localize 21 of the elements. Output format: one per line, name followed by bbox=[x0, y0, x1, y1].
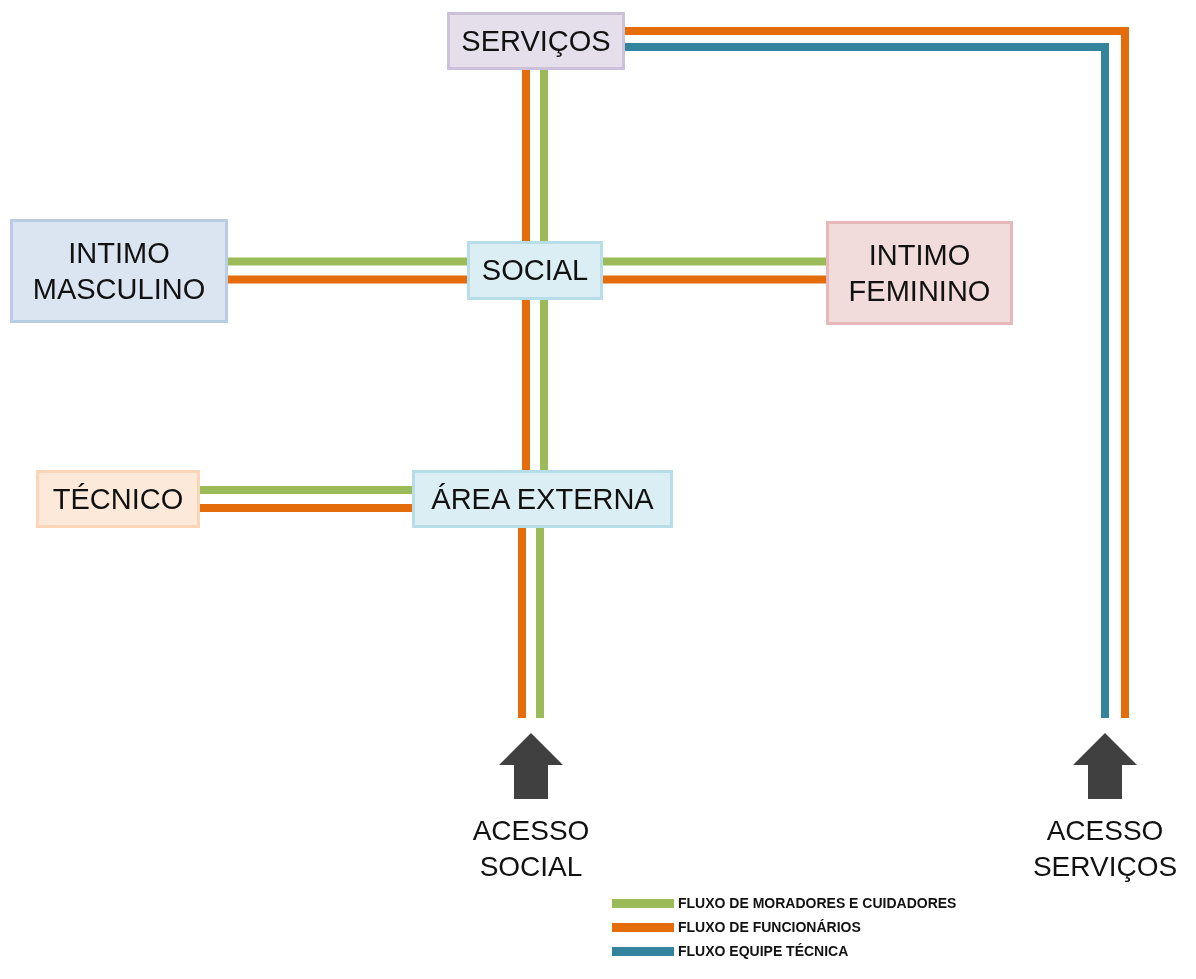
legend-label: FLUXO DE MORADORES E CUIDADORES bbox=[678, 895, 957, 911]
legend-label: FLUXO DE FUNCIONÁRIOS bbox=[678, 919, 861, 935]
access-label: ACESSO SOCIAL bbox=[471, 814, 591, 885]
flow-line bbox=[540, 70, 548, 241]
legend-label: FLUXO EQUIPE TÉCNICA bbox=[678, 943, 849, 959]
zone-box: SERVIÇOS bbox=[447, 12, 625, 70]
flow-line bbox=[200, 504, 412, 512]
flow-line bbox=[603, 257, 826, 266]
flow-line bbox=[522, 70, 530, 241]
access-label: ACESSO SERVIÇOS bbox=[1031, 814, 1179, 885]
flow-line bbox=[228, 275, 467, 284]
flow-line bbox=[603, 275, 826, 284]
zone-box: ÁREA EXTERNA bbox=[412, 470, 673, 528]
flow-line bbox=[200, 486, 412, 494]
zone-box: SOCIAL bbox=[467, 241, 603, 300]
zone-box: TÉCNICO bbox=[36, 470, 200, 528]
flow-line bbox=[522, 300, 530, 470]
flow-line bbox=[228, 257, 467, 266]
zone-box: INTIMO MASCULINO bbox=[10, 219, 228, 323]
zone-box: INTIMO FEMININO bbox=[826, 221, 1013, 325]
flow-line bbox=[540, 300, 548, 470]
